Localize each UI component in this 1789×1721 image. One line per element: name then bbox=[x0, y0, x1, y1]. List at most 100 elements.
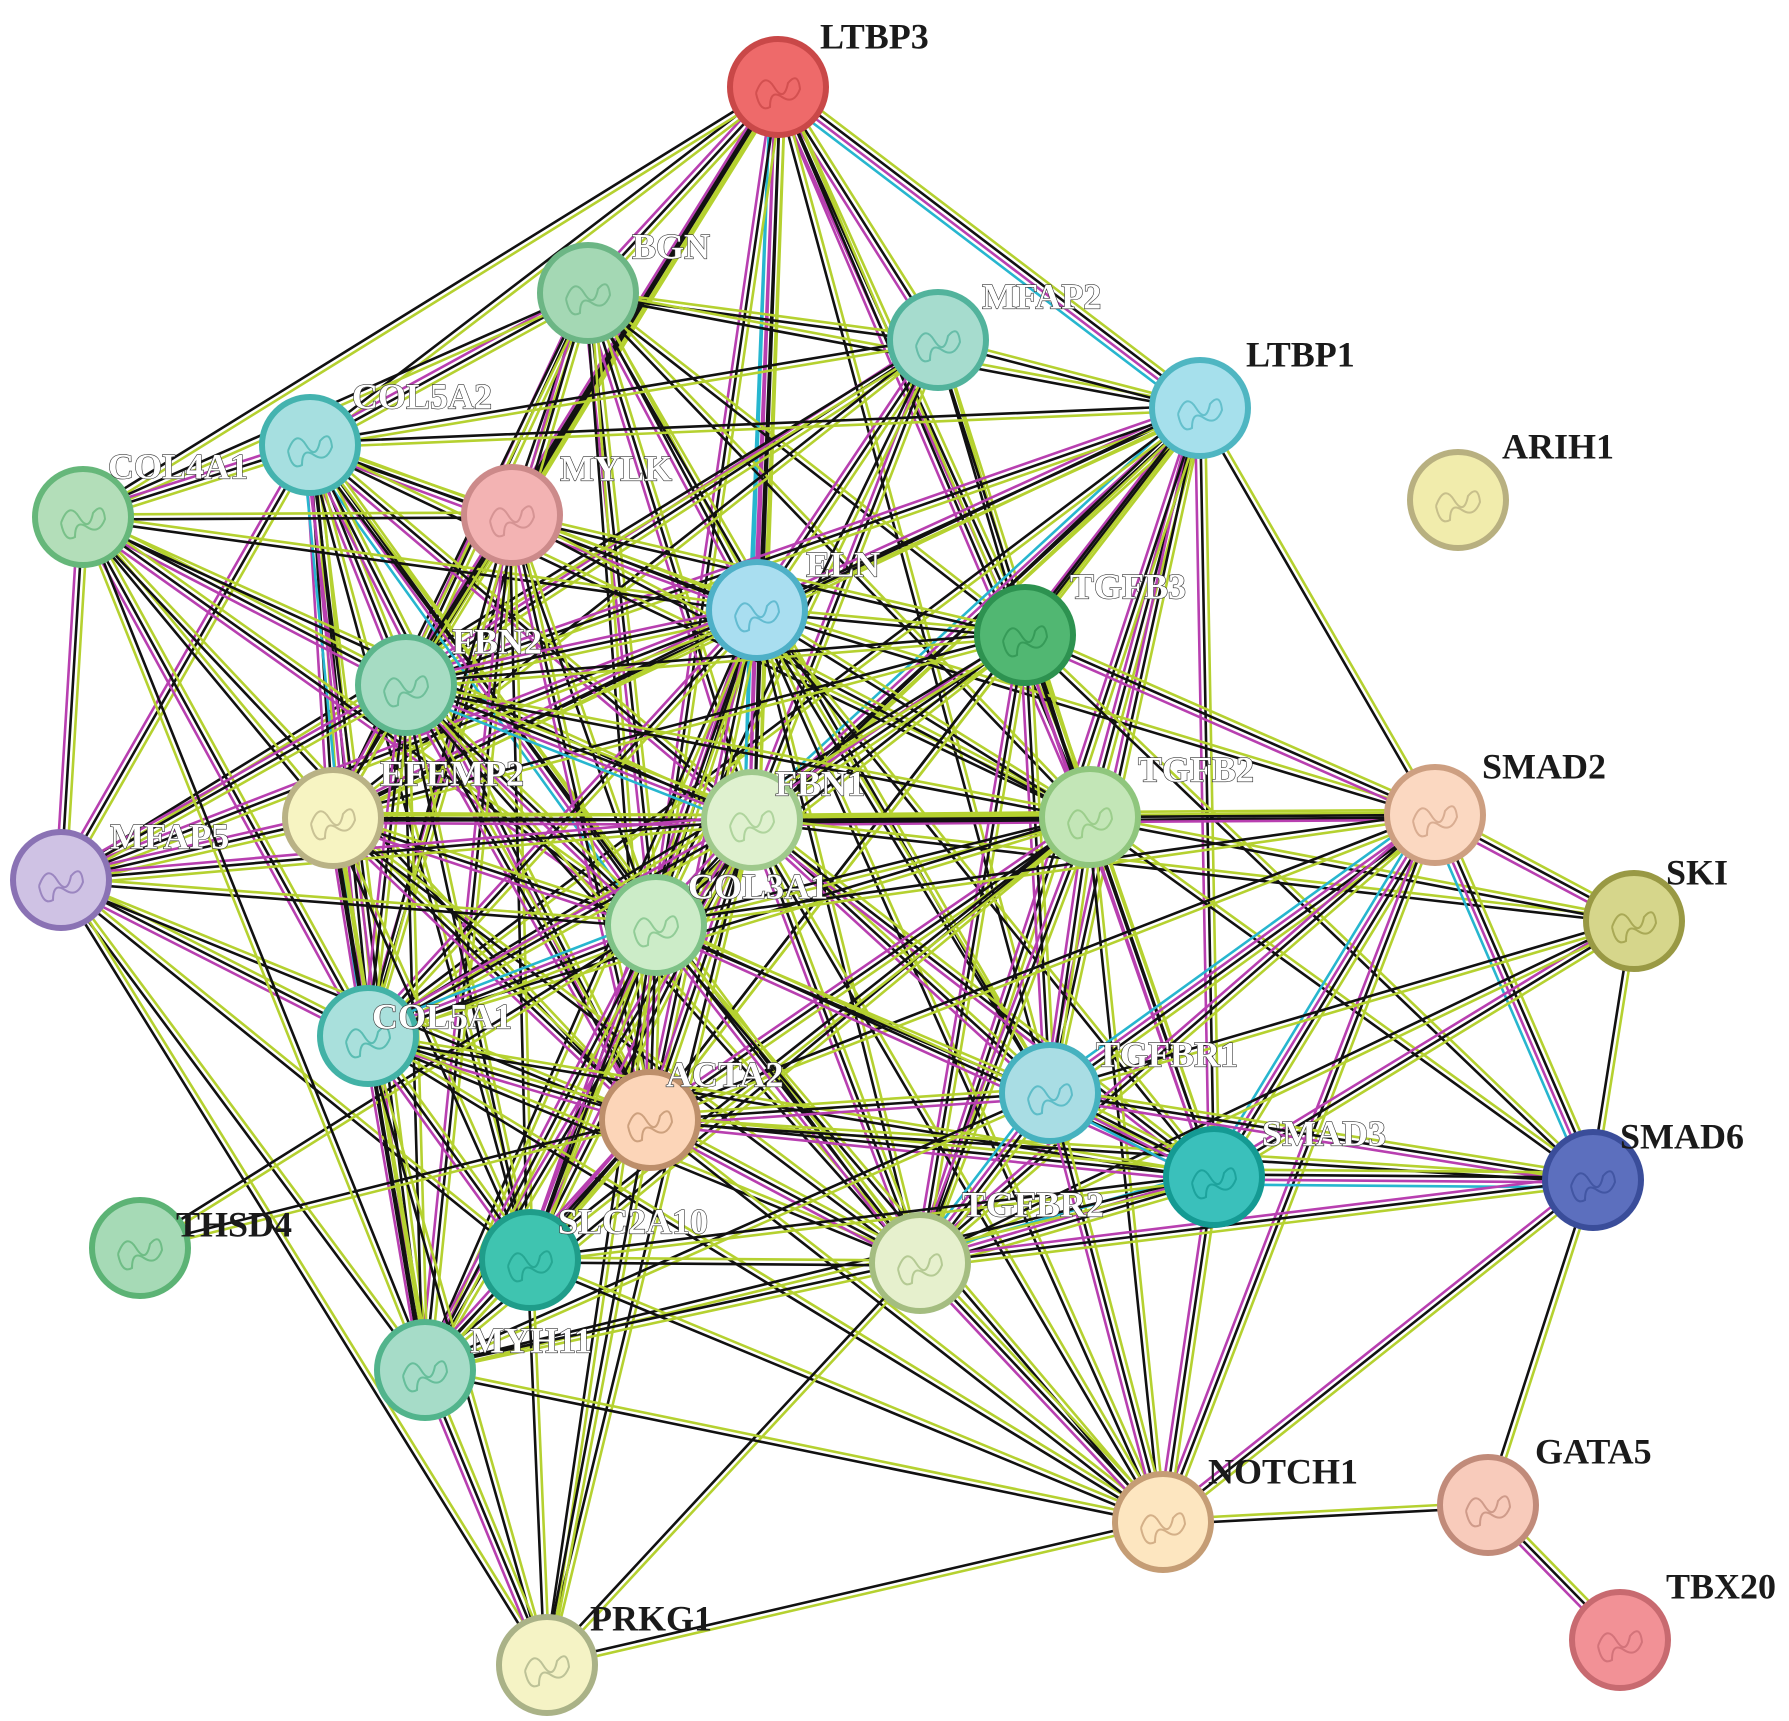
node-arih1[interactable]: ARIH1 bbox=[1407, 426, 1614, 551]
node-circle[interactable] bbox=[461, 464, 563, 566]
edge-line-coexpression bbox=[754, 611, 1436, 819]
edge-line-coexpression bbox=[138, 1116, 651, 1247]
node-circle[interactable] bbox=[1583, 870, 1685, 972]
node-circle[interactable] bbox=[605, 874, 707, 976]
node-mfap5[interactable]: MFAP5 bbox=[10, 816, 230, 931]
node-tgfb2[interactable]: TGFB2 bbox=[1039, 749, 1255, 868]
edge-line-experimental bbox=[306, 445, 656, 928]
edge-line-coexpression bbox=[404, 631, 1027, 684]
node-circle[interactable] bbox=[1437, 1454, 1539, 1556]
edge-line-coexpression bbox=[308, 404, 1202, 444]
edge-line-coexpression bbox=[81, 515, 370, 1038]
node-ski[interactable]: SKI bbox=[1583, 852, 1728, 972]
node-ltbp1[interactable]: LTBP1 bbox=[1149, 334, 1355, 459]
node-circle[interactable] bbox=[999, 1042, 1101, 1144]
edge-line-textmining bbox=[1053, 1090, 1170, 1523]
node-circle[interactable] bbox=[355, 634, 457, 736]
edge-mfap5-slc2a10 bbox=[58, 876, 533, 1264]
node-eln[interactable]: ELN bbox=[706, 544, 881, 661]
edge-line-coexpression bbox=[1212, 1173, 1595, 1179]
protein-structure-icon bbox=[60, 507, 107, 540]
edge-line-coexpression bbox=[1088, 813, 1437, 819]
edge-line-coexpression bbox=[654, 923, 1216, 1179]
node-bgn[interactable]: BGN bbox=[537, 226, 711, 344]
node-circle[interactable] bbox=[317, 985, 419, 1087]
edge-line-experimental bbox=[1083, 817, 1211, 1180]
edge-line-coexpression bbox=[1214, 815, 1439, 1180]
edge-fbn1-tgfbr2 bbox=[746, 816, 926, 1267]
edge-line-coexpression bbox=[654, 811, 1436, 924]
edge-line-textmining bbox=[1028, 633, 1057, 1095]
node-slc2a10[interactable]: SLC2A10 bbox=[479, 1201, 709, 1311]
node-col3a1[interactable]: COL3A1 bbox=[605, 866, 829, 976]
edge-line-coexpression bbox=[543, 818, 751, 1666]
node-efemp2[interactable]: EFEMP2 bbox=[282, 753, 525, 869]
node-col5a1[interactable]: COL5A1 bbox=[317, 985, 513, 1087]
edge-tgfb2-smad6 bbox=[1087, 813, 1596, 1184]
edge-line-experimental bbox=[305, 447, 751, 826]
node-acta2[interactable]: ACTA2 bbox=[599, 1054, 784, 1171]
node-circle[interactable] bbox=[10, 829, 112, 931]
node-thsd4[interactable]: THSD4 bbox=[89, 1197, 292, 1299]
node-circle[interactable] bbox=[89, 1197, 191, 1299]
edge-tgfb3-acta2 bbox=[646, 632, 1029, 1123]
node-label: MFAP2 bbox=[982, 276, 1101, 316]
node-circle[interactable] bbox=[1542, 1129, 1644, 1231]
node-circle[interactable] bbox=[599, 1069, 701, 1171]
node-circle[interactable] bbox=[374, 1319, 476, 1421]
node-mfap2[interactable]: MFAP2 bbox=[887, 276, 1102, 391]
node-circle[interactable] bbox=[727, 36, 829, 138]
edge-line-database bbox=[401, 690, 751, 829]
node-circle[interactable] bbox=[282, 767, 384, 869]
node-ltbp3[interactable]: LTBP3 bbox=[727, 16, 929, 138]
edge-line-textmining bbox=[59, 876, 658, 924]
node-smad6[interactable]: SMAD6 bbox=[1542, 1116, 1744, 1231]
node-smad3[interactable]: SMAD3 bbox=[1163, 1113, 1387, 1228]
edge-bgn-mfap2 bbox=[586, 289, 940, 344]
edge-line-textmining bbox=[407, 342, 943, 691]
node-circle[interactable] bbox=[1039, 766, 1141, 868]
node-circle[interactable] bbox=[259, 394, 361, 496]
node-circle[interactable] bbox=[479, 1209, 581, 1311]
edge-line-textmining bbox=[333, 815, 534, 1261]
node-circle[interactable] bbox=[974, 584, 1076, 686]
node-circle[interactable] bbox=[1163, 1126, 1265, 1228]
node-circle[interactable] bbox=[706, 559, 808, 661]
edge-line-textmining bbox=[530, 817, 1093, 1264]
node-gata5[interactable]: GATA5 bbox=[1437, 1431, 1652, 1556]
node-tgfb3[interactable]: TGFB3 bbox=[974, 566, 1187, 686]
edge-fbn1-mfap5 bbox=[59, 813, 754, 887]
node-notch1[interactable]: NOTCH1 bbox=[1112, 1451, 1358, 1573]
node-circle[interactable] bbox=[701, 769, 803, 871]
node-circle[interactable] bbox=[869, 1212, 971, 1314]
edge-line-coexpression bbox=[1161, 813, 1437, 1524]
edge-line-coexpression bbox=[80, 83, 778, 517]
node-circle[interactable] bbox=[1149, 357, 1251, 459]
node-fbn2[interactable]: FBN2 bbox=[355, 621, 543, 736]
node-tbx20[interactable]: TBX20 bbox=[1569, 1566, 1776, 1691]
node-col4a1[interactable]: COL4A1 bbox=[32, 446, 249, 568]
edge-line-textmining bbox=[1200, 405, 1439, 816]
node-prkg1[interactable]: PRKG1 bbox=[496, 1598, 712, 1716]
node-circle[interactable] bbox=[1407, 449, 1509, 551]
node-tgfbr1[interactable]: TGFBR1 bbox=[999, 1034, 1239, 1144]
node-circle[interactable] bbox=[1112, 1471, 1214, 1573]
node-circle[interactable] bbox=[537, 242, 639, 344]
edge-line-textmining bbox=[513, 512, 660, 926]
node-circle[interactable] bbox=[32, 466, 134, 568]
node-circle[interactable] bbox=[1569, 1589, 1671, 1691]
edge-line-coexpression bbox=[585, 293, 1025, 639]
edge-line-coexpression bbox=[308, 443, 754, 822]
node-tgfbr2[interactable]: TGFBR2 bbox=[869, 1184, 1105, 1314]
node-circle[interactable] bbox=[887, 289, 989, 391]
node-smad2[interactable]: SMAD2 bbox=[1384, 746, 1606, 866]
edge-line-textmining bbox=[1212, 1168, 1595, 1174]
edge-line-textmining bbox=[368, 635, 1028, 1040]
edge-fbn1-ski bbox=[750, 816, 1636, 925]
node-fbn1[interactable]: FBN1 bbox=[701, 763, 866, 871]
node-myh11[interactable]: MYH11 bbox=[374, 1319, 593, 1421]
node-circle[interactable] bbox=[1384, 764, 1486, 866]
node-mylk[interactable]: MYLK bbox=[461, 448, 673, 566]
node-col5a2[interactable]: COL5A2 bbox=[259, 376, 493, 496]
node-circle[interactable] bbox=[496, 1614, 598, 1716]
